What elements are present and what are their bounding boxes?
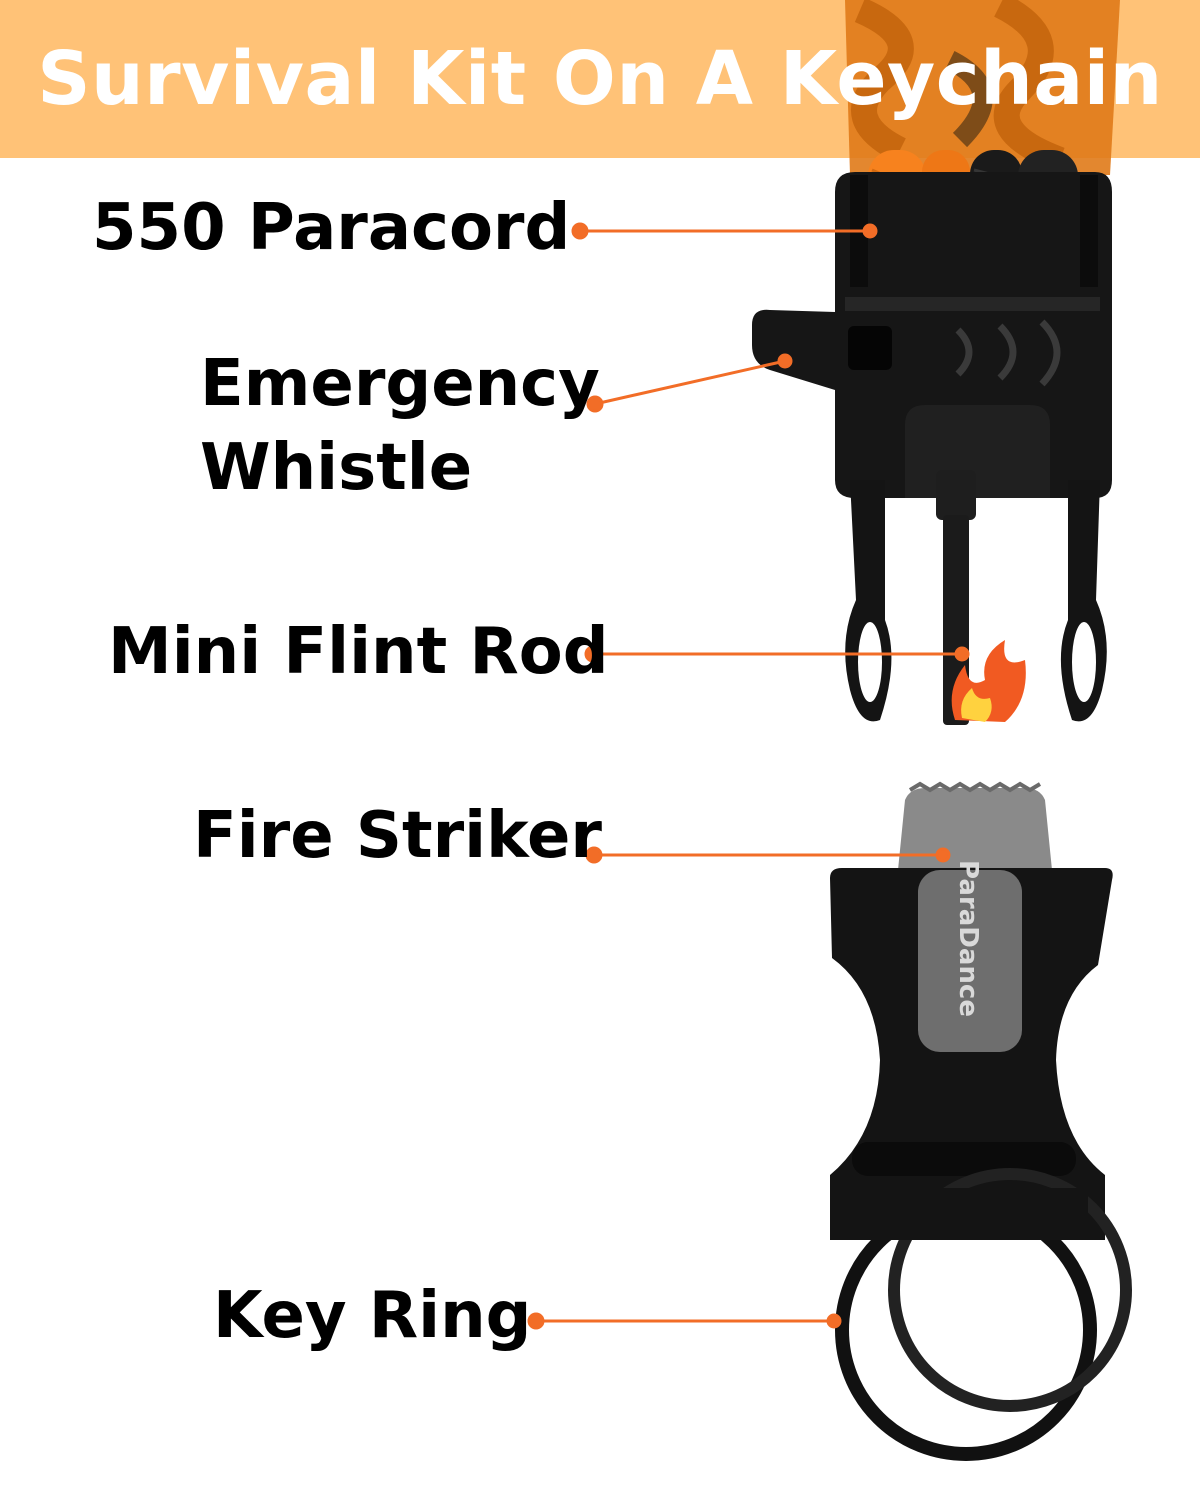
page-title: Survival Kit On A Keychain [37,36,1163,122]
callout-ring-label: Key Ring [213,1279,532,1353]
callout-flint-label: Mini Flint Rod [108,615,609,689]
callout-leaders [527,222,970,1330]
flame-icon [951,640,1026,722]
callout-striker-label: Fire Striker [193,799,602,873]
callout-whistle-label-line1: Emergency [200,347,600,421]
callout-paracord-label: 550 Paracord [92,191,571,265]
key-ring-icon [835,1142,1132,1461]
buckle-prongs [845,480,1107,722]
flint-rod-icon [936,470,976,725]
whistle-icon [752,172,1112,498]
callout-whistle-label-line2: Whistle [200,431,473,505]
brand-text: ParaDance [953,860,983,1017]
